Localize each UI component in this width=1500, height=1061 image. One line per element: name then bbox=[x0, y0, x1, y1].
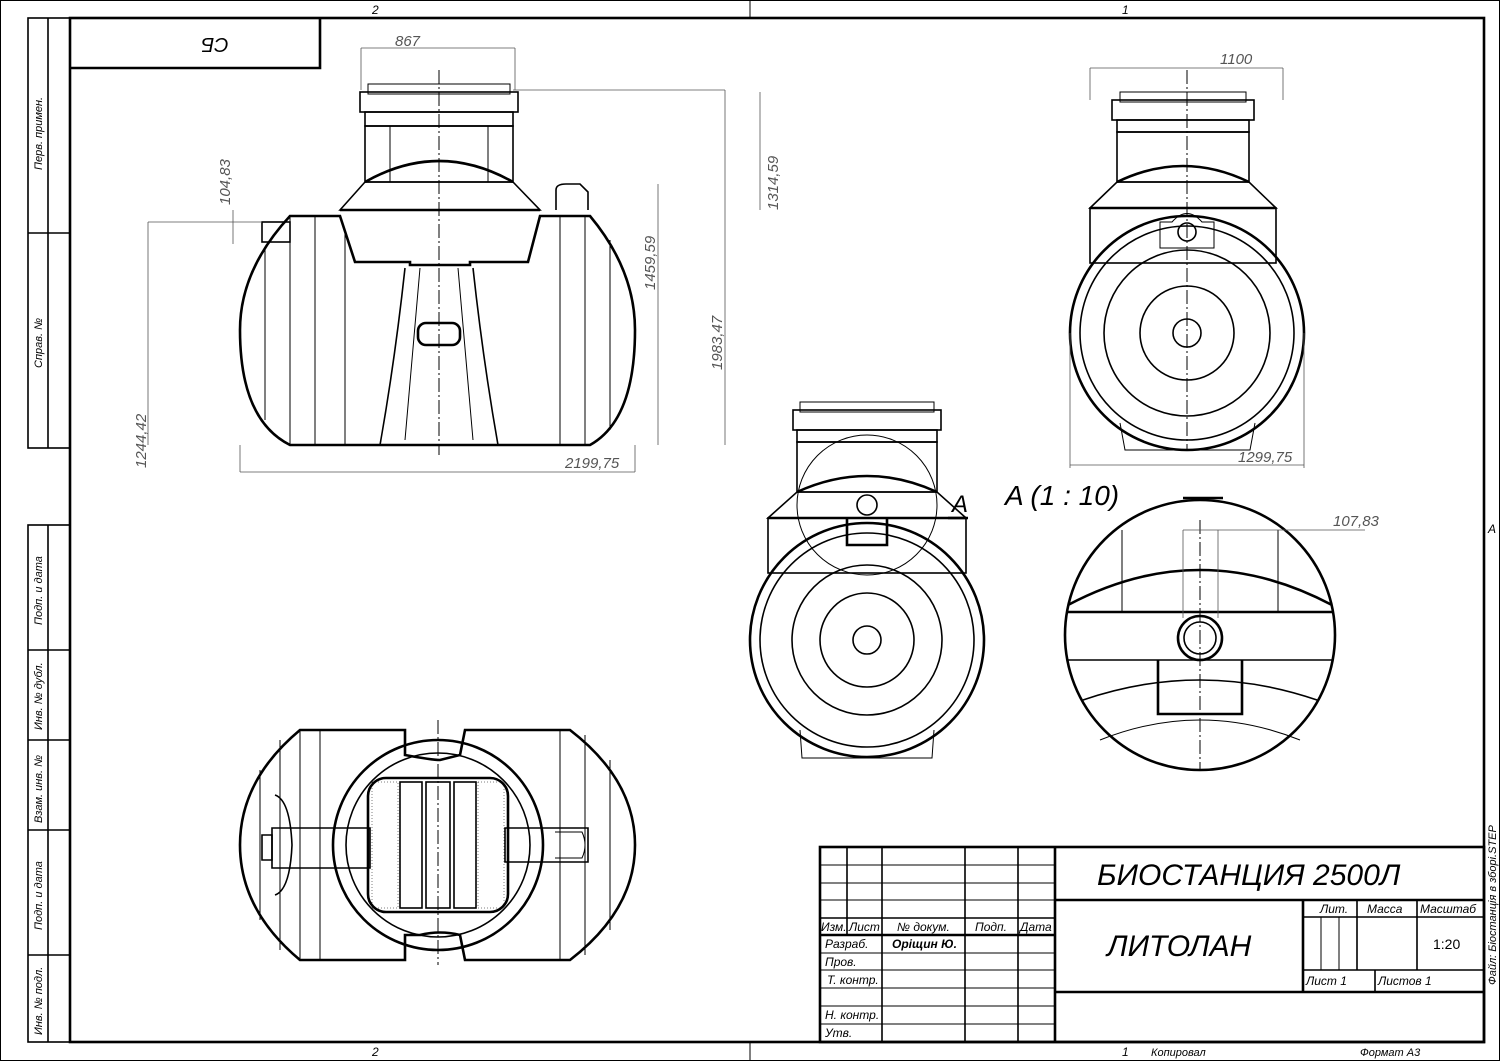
lit-label: Лит. bbox=[1319, 902, 1348, 916]
zone-bottom-1: 1 bbox=[1122, 1045, 1129, 1059]
col-izm: Изм. bbox=[821, 920, 847, 934]
copied-label: Копировал bbox=[1151, 1047, 1206, 1059]
zone-top-1: 1 bbox=[1122, 3, 1129, 17]
col-doc: № докум. bbox=[897, 920, 950, 934]
dim-1314: 1314,59 bbox=[765, 155, 782, 210]
section-marker: A bbox=[950, 491, 968, 518]
zone-right-a: A bbox=[1487, 522, 1496, 536]
sheets-label: Листов 1 bbox=[1377, 974, 1432, 988]
zone-bottom-2: 2 bbox=[371, 1045, 379, 1059]
razrab-name: Оріщин Ю. bbox=[892, 937, 957, 951]
product-title: БИОСТАНЦИЯ 2500Л bbox=[1097, 859, 1401, 892]
razrab-label: Разраб. bbox=[825, 937, 868, 951]
detail-a: A (1 : 10) 107,83 bbox=[1003, 480, 1380, 772]
zone-top-2: 2 bbox=[371, 3, 379, 17]
sheet-label: Лист 1 bbox=[1305, 974, 1347, 988]
scale-label: Масштаб bbox=[1420, 902, 1477, 916]
section-view: A bbox=[748, 401, 986, 759]
sb-stamp: СБ bbox=[70, 18, 322, 70]
title-block: БИОСТАНЦИЯ 2500Л ЛИТОЛАН Лит. Масса Масш… bbox=[818, 845, 1486, 1044]
sb-stamp-text: СБ bbox=[201, 33, 228, 55]
nkontr-label: Н. контр. bbox=[825, 1008, 879, 1022]
side-stamp-upper: Перв. примен. Справ. № bbox=[27, 17, 71, 449]
dim-2199: 2199,75 bbox=[564, 455, 620, 472]
mass-label: Масса bbox=[1367, 902, 1403, 916]
dim-104: 104,83 bbox=[217, 158, 234, 205]
tkontr-label: Т. контр. bbox=[827, 973, 879, 987]
side-stamp-lower: Подп. и дата Инв. № дубл. Взам. инв. № П… bbox=[27, 524, 71, 1043]
dim-107: 107,83 bbox=[1333, 513, 1380, 530]
dim-1459: 1459,59 bbox=[642, 235, 659, 290]
company-name: ЛИТОЛАН bbox=[1105, 930, 1252, 963]
side-view: 1100 1299,75 bbox=[1068, 51, 1306, 468]
file-label: Файл: Біостанція в зборі.STEP bbox=[1487, 825, 1499, 985]
col-sign: Подп. bbox=[975, 920, 1007, 934]
utv-label: Утв. bbox=[824, 1026, 852, 1040]
inv-dubl-label: Инв. № дубл. bbox=[33, 662, 45, 730]
perv-primen-label: Перв. примен. bbox=[33, 97, 45, 170]
dim-867: 867 bbox=[395, 33, 421, 50]
format-label: Формат А3 bbox=[1360, 1047, 1421, 1059]
dim-1299: 1299,75 bbox=[1238, 449, 1293, 466]
top-view bbox=[238, 720, 637, 965]
sprav-no-label: Справ. № bbox=[33, 318, 45, 368]
col-list: Лист bbox=[848, 920, 880, 934]
prov-label: Пров. bbox=[825, 955, 857, 969]
dim-1244: 1244,42 bbox=[133, 413, 150, 468]
detail-a-title: A (1 : 10) bbox=[1003, 480, 1119, 511]
inv-podl-label: Инв. № подл. bbox=[33, 967, 45, 1035]
dim-1100: 1100 bbox=[1220, 51, 1253, 68]
podp-data-2-label: Подп. и дата bbox=[33, 861, 45, 930]
filter-mesh bbox=[371, 781, 505, 909]
vzam-inv-label: Взам. инв. № bbox=[33, 755, 45, 823]
podp-data-1-label: Подп. и дата bbox=[33, 556, 45, 625]
scale-value: 1:20 bbox=[1433, 936, 1460, 952]
col-date: Дата bbox=[1018, 920, 1052, 934]
front-view: 867 104,83 1314,59 1459,59 1983,47 1244,… bbox=[133, 33, 782, 473]
dim-1983: 1983,47 bbox=[709, 315, 726, 370]
